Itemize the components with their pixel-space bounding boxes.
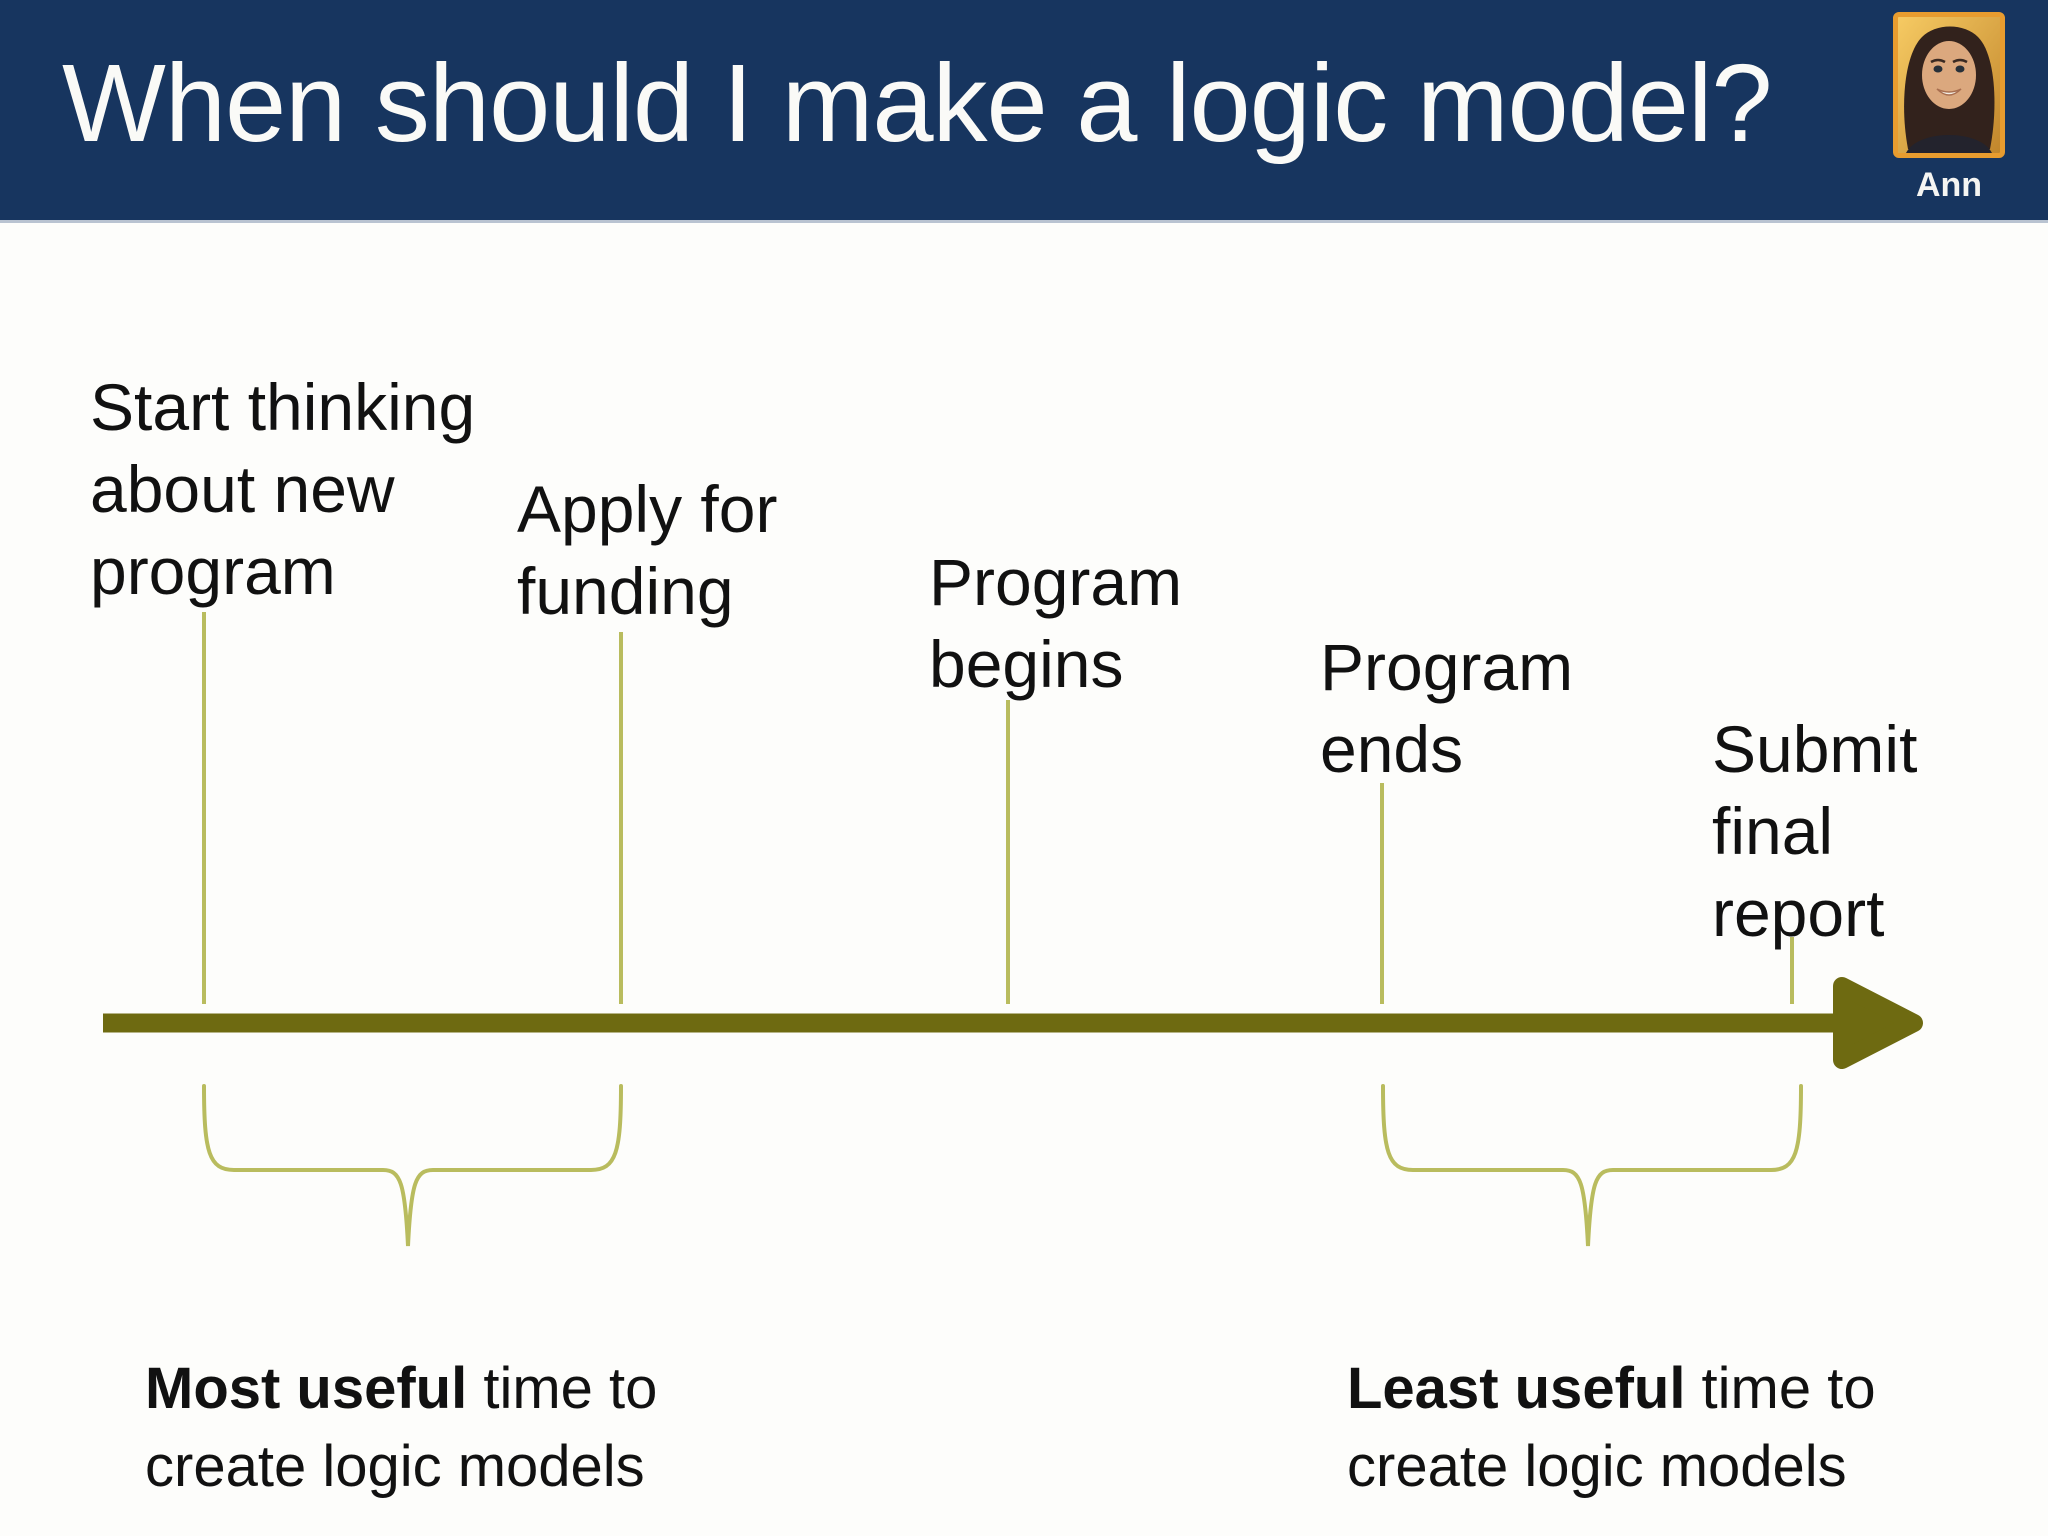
timeline-label-apply-funding: Apply for funding [517,472,778,628]
arrowhead-icon [1833,977,1923,1069]
timeline-label-program-begins: Program begins [929,545,1183,701]
timeline-label-start-thinking: Start thinking about new program [90,370,476,608]
timeline-label-program-ends: Program ends [1320,630,1574,786]
caption-most-useful: Most useful time to create logic models [145,1272,657,1506]
brace-least-useful [1381,1084,1803,1247]
presenter-photo [1893,12,2005,158]
brace-most-useful [202,1084,623,1247]
presenter-name: Ann [1915,166,1983,204]
page-title: When should I make a logic model? [62,42,1773,165]
caption-least-useful-emphasis: Least useful [1347,1356,1686,1421]
presenter-avatar-illustration [1898,17,2000,153]
timeline-arrow [103,977,1923,1069]
caption-least-useful: Least useful time to create logic models [1347,1272,1876,1506]
title-bar: When should I make a logic model? [0,0,2048,223]
timeline-label-submit-report: Submit final report [1712,712,1918,950]
caption-most-useful-rest: time to create logic models [145,1356,658,1499]
presenter-overlay: Ann [1893,12,2005,205]
caption-least-useful-rest: time to create logic models [1347,1356,1876,1499]
caption-most-useful-emphasis: Most useful [145,1356,468,1421]
